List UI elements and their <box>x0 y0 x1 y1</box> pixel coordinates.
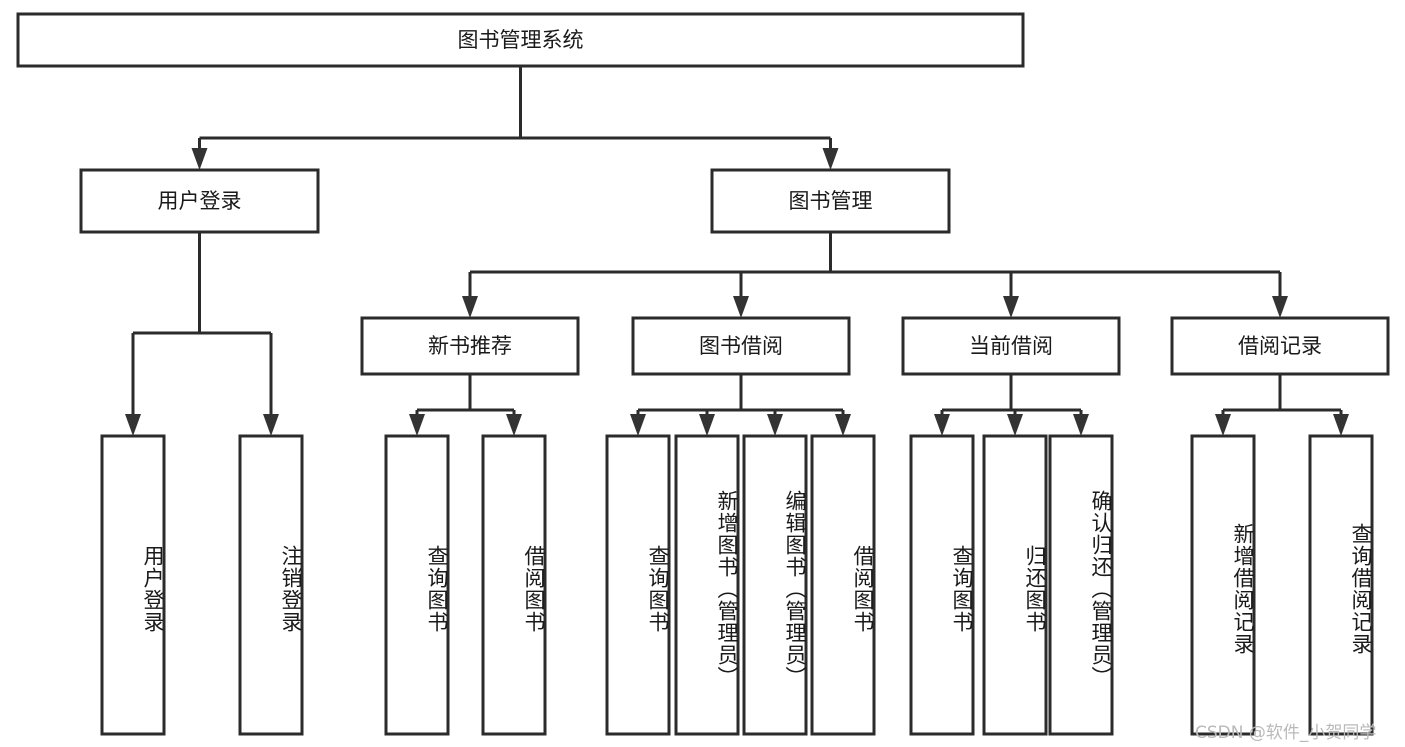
arrow-head-icon <box>934 414 950 436</box>
node-box-leaf-8[interactable] <box>909 434 975 736</box>
arrow-head-icon <box>630 414 646 436</box>
arrow-head-icon <box>699 414 715 436</box>
node-box-level2-1[interactable] <box>631 316 851 376</box>
node-box-leaf-1[interactable] <box>238 434 304 736</box>
arrow-head-icon <box>767 414 783 436</box>
arrow-head-icon <box>125 414 141 436</box>
node-box-leaf-3[interactable] <box>481 434 547 736</box>
edges-layer <box>125 66 1349 436</box>
arrow-head-icon <box>191 148 208 170</box>
node-label-leaf-6: 编辑图书（管理员） <box>783 490 807 688</box>
node-label-leaf-12: 查询借阅记录 <box>1349 523 1373 655</box>
arrow-head-icon <box>1073 414 1089 436</box>
node-box-leaf-4[interactable] <box>605 434 671 736</box>
nodes-layer <box>16 12 1390 736</box>
node-label-leaf-1: 注销登录 <box>279 545 303 633</box>
arrow-head-icon <box>1272 296 1288 318</box>
arrow-head-icon <box>462 296 478 318</box>
arrow-head-icon <box>835 414 851 436</box>
node-box-leaf-2[interactable] <box>384 434 450 736</box>
arrow-head-icon <box>1215 414 1231 436</box>
node-box-level2-0[interactable] <box>360 316 580 376</box>
node-label-level1-0: 用户登录 <box>158 189 242 213</box>
node-label-leaf-2: 查询图书 <box>425 545 449 633</box>
node-label-leaf-3: 借阅图书 <box>522 545 546 633</box>
node-label-leaf-5: 新增图书（管理员） <box>715 490 739 688</box>
node-box-root-0[interactable] <box>16 12 1025 68</box>
node-label-leaf-0: 用户登录 <box>141 545 165 633</box>
arrow-head-icon <box>822 148 839 170</box>
node-box-leaf-7[interactable] <box>810 434 876 736</box>
arrow-head-icon <box>1333 414 1349 436</box>
node-box-level2-3[interactable] <box>1170 316 1390 376</box>
node-label-level2-1: 图书借阅 <box>699 334 783 358</box>
node-label-leaf-9: 归还图书 <box>1023 545 1047 633</box>
arrow-head-icon <box>1003 296 1019 318</box>
node-box-level2-2[interactable] <box>901 316 1121 376</box>
node-box-level1-0[interactable] <box>79 168 320 234</box>
node-label-level2-0: 新书推荐 <box>428 334 512 358</box>
node-box-leaf-5[interactable] <box>674 434 740 736</box>
node-box-leaf-12[interactable] <box>1308 434 1374 736</box>
arrow-head-icon <box>409 414 425 436</box>
node-box-leaf-10[interactable] <box>1048 434 1114 736</box>
csdn-watermark: CSDN @软件_小贺同学 <box>1195 723 1377 743</box>
arrow-head-icon <box>733 296 749 318</box>
node-box-leaf-9[interactable] <box>982 434 1048 736</box>
node-label-leaf-7: 借阅图书 <box>851 545 875 633</box>
node-label-leaf-8: 查询图书 <box>950 545 974 633</box>
node-label-leaf-10: 确认归还（管理员） <box>1089 490 1113 688</box>
node-box-level1-1[interactable] <box>710 168 951 234</box>
node-label-level1-1: 图书管理 <box>789 189 873 213</box>
node-label-leaf-4: 查询图书 <box>646 545 670 633</box>
node-box-leaf-6[interactable] <box>742 434 808 736</box>
node-box-leaf-11[interactable] <box>1190 434 1256 736</box>
node-box-leaf-0[interactable] <box>100 434 166 736</box>
node-label-level2-2: 当前借阅 <box>969 334 1053 358</box>
arrow-head-icon <box>263 414 279 436</box>
node-label-leaf-11: 新增借阅记录 <box>1231 523 1255 655</box>
arrow-head-icon <box>506 414 522 436</box>
node-label-level2-3: 借阅记录 <box>1238 334 1322 358</box>
node-label-root-0: 图书管理系统 <box>458 28 584 52</box>
arrow-head-icon <box>1007 414 1023 436</box>
